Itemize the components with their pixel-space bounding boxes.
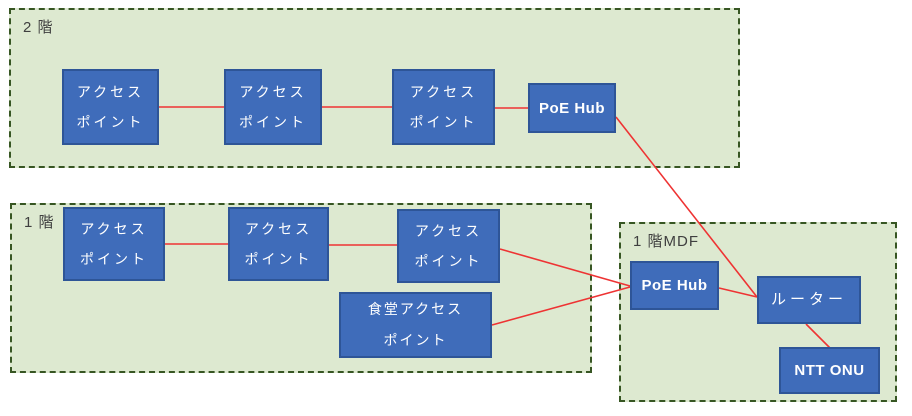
node-floor1-access-point-1: アクセス ポイント bbox=[63, 207, 165, 281]
region-floor2-label: 2 階 bbox=[23, 19, 54, 36]
node-floor2-access-point-2: アクセス ポイント bbox=[224, 69, 322, 145]
node-mdf-router: ルーター bbox=[757, 276, 861, 324]
node-floor2-access-point-3: アクセス ポイント bbox=[392, 69, 495, 145]
node-floor2-poe-hub: PoE Hub bbox=[528, 83, 616, 133]
node-floor1-access-point-2: アクセス ポイント bbox=[228, 207, 329, 281]
node-mdf-ntt-onu: NTT ONU bbox=[779, 347, 880, 394]
node-floor2-access-point-1: アクセス ポイント bbox=[62, 69, 159, 145]
node-floor1-access-point-3: アクセス ポイント bbox=[397, 209, 500, 283]
region-floor1-label: 1 階 bbox=[24, 214, 55, 231]
node-floor1-canteen-access-point: 食堂アクセス ポイント bbox=[339, 292, 492, 358]
region-floor1-mdf-label: 1 階MDF bbox=[633, 233, 700, 250]
node-mdf-poe-hub: PoE Hub bbox=[630, 261, 719, 310]
